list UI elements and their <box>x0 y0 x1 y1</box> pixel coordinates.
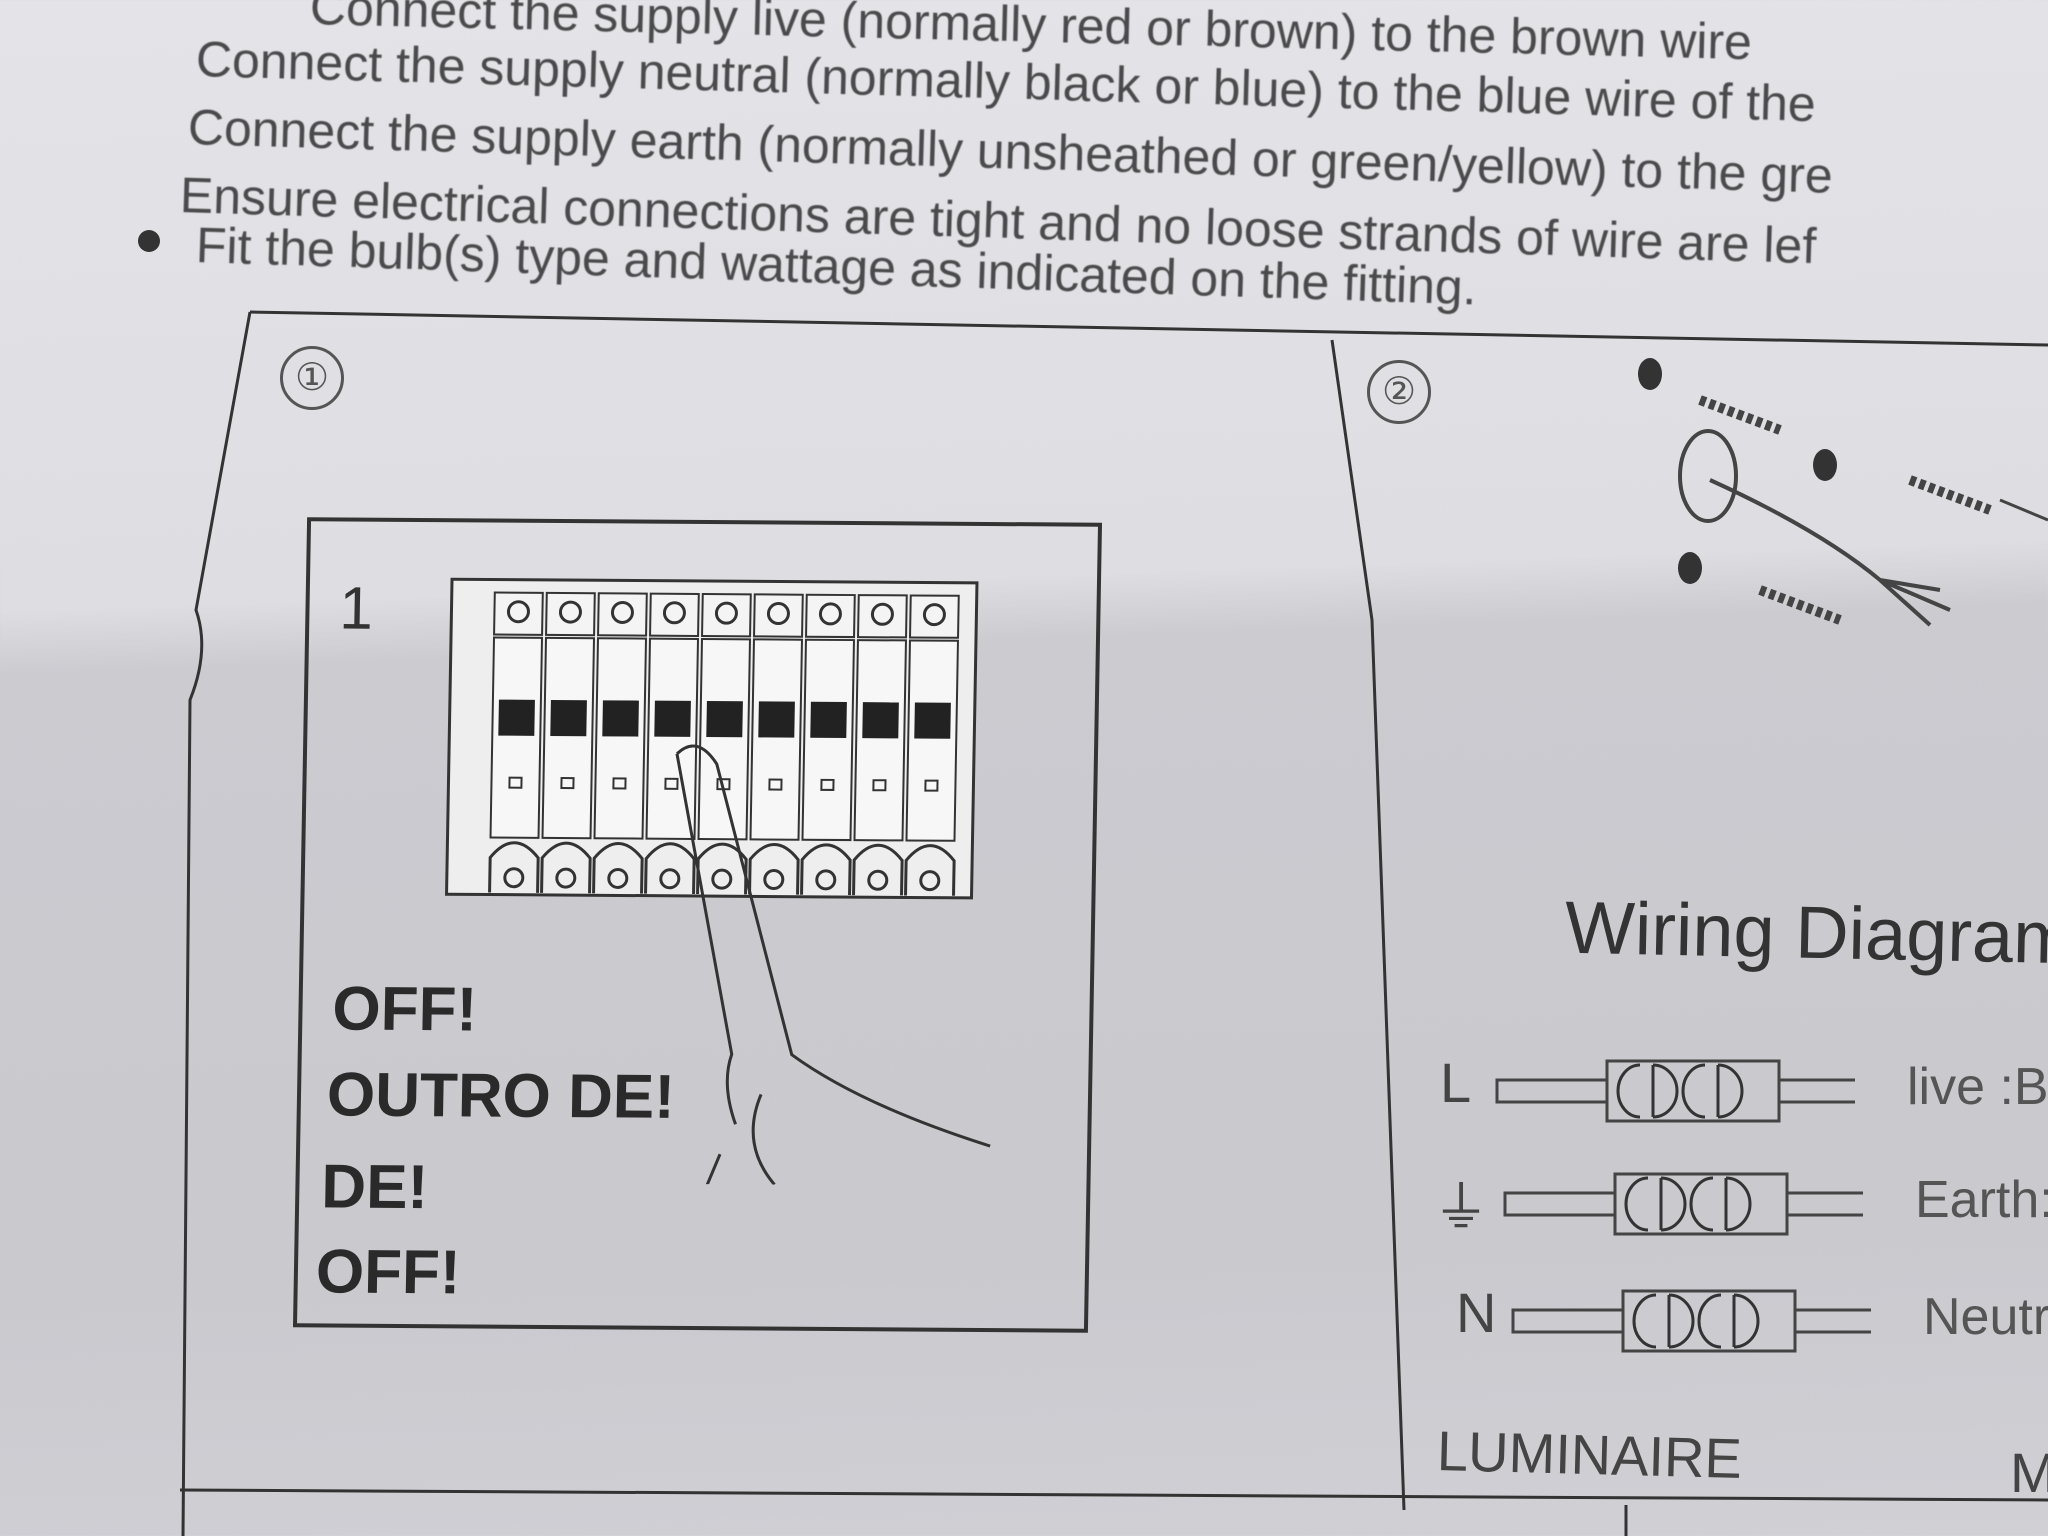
warning-text: OFF! <box>331 974 478 1045</box>
terminal-label: N <box>1456 1281 1497 1344</box>
hand-icon <box>675 744 991 1187</box>
circuit-breaker[interactable] <box>540 591 596 894</box>
step-1-number: ① <box>280 346 344 410</box>
terminal-block-icon <box>1495 1059 1855 1123</box>
circuit-breaker[interactable] <box>488 591 544 893</box>
terminal-block-icon <box>1503 1172 1863 1236</box>
circuit-breaker[interactable] <box>800 593 856 896</box>
panel-label: 1 <box>338 574 374 642</box>
breaker-panel <box>445 577 979 900</box>
circuit-breaker[interactable] <box>748 593 804 895</box>
terminal-label: L <box>1440 1051 1472 1114</box>
wire-colour-label: Earth:( <box>1915 1171 2048 1229</box>
luminaire-label: LUMINAIRE <box>1436 1419 1743 1490</box>
wire-colour-label: live :Br <box>1907 1058 2048 1116</box>
wiring-diagram-title: Wiring Diagram <box>1564 885 2048 980</box>
terminal-label: ⏚ <box>1433 1176 1489 1239</box>
step-2-number: ② <box>1367 360 1431 424</box>
step-1-illustration: 1 OFF! OUTRO DE! DE! OFF! <box>292 517 1103 1333</box>
wire-strip-illustration <box>1638 358 2048 627</box>
warning-text: OUTRO DE! <box>326 1060 676 1132</box>
circuit-breaker[interactable] <box>696 592 752 895</box>
warning-text: DE! <box>320 1152 429 1223</box>
circuit-breaker[interactable] <box>904 594 960 896</box>
bullet-icon <box>138 230 160 252</box>
circuit-breaker[interactable] <box>644 592 700 894</box>
circuit-breaker[interactable] <box>592 592 648 894</box>
warning-text: OFF! <box>315 1237 462 1308</box>
wire-colour-label: Neutra <box>1923 1288 2048 1346</box>
circuit-breaker[interactable] <box>852 594 908 896</box>
mains-label: M <box>2010 1441 2048 1504</box>
terminal-block-icon <box>1511 1289 1871 1353</box>
